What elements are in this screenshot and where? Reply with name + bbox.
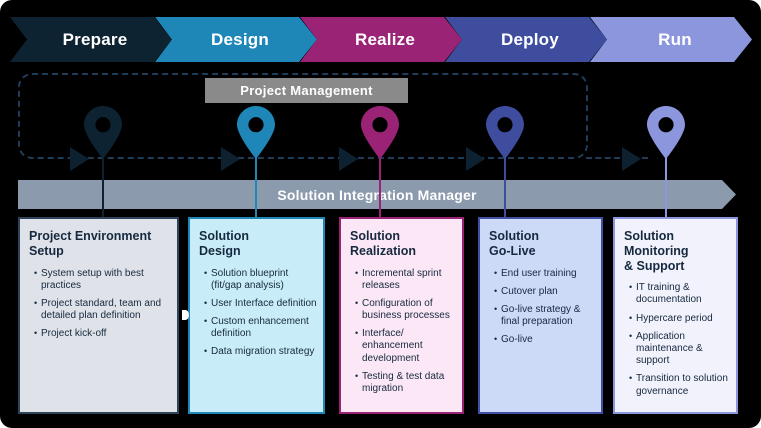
timeline-arrow-icon <box>70 147 89 171</box>
project-management-label: Project Management <box>240 83 373 98</box>
column-solution-go-live: Solution Go-Live End user training Cutov… <box>478 217 603 414</box>
timeline-arrow-icon <box>339 147 358 171</box>
bullet-item: Interface/ enhancement development <box>355 328 457 365</box>
bullet-item: System setup with best practices <box>34 268 172 292</box>
phase-chevron-deploy: Deploy <box>445 17 607 62</box>
column-solution-monitoring-support: Solution Monitoring & Support IT trainin… <box>613 217 738 414</box>
governance-scope-outline <box>18 73 588 159</box>
phase-chevron-run: Run <box>590 17 752 62</box>
milestone-stem-run <box>665 150 667 218</box>
bullet-item: Configuration of business processes <box>355 298 457 322</box>
column-title: Solution Go-Live <box>489 229 539 258</box>
bullet-item: Transition to solution governance <box>629 373 731 397</box>
bullet-item: IT training & documentation <box>629 282 731 306</box>
timeline-arrow-icon <box>622 147 641 171</box>
bullet-list: Solution blueprint (fit/gap analysis) Us… <box>199 268 318 359</box>
phase-chevron-design: Design <box>155 17 317 62</box>
milestone-stem-realize <box>379 150 381 218</box>
bullet-item: User Interface definition <box>204 298 318 310</box>
map-pin-icon-deploy <box>486 106 524 159</box>
phase-label: Realize <box>355 29 415 49</box>
map-pin-icon-prepare <box>84 106 122 159</box>
timeline-dash-extension <box>586 157 648 159</box>
column-solution-design: Solution Design Solution blueprint (fit/… <box>188 217 325 414</box>
bullet-item: Hypercare period <box>629 313 731 325</box>
bullet-list: End user training Cutover plan Go-live s… <box>489 268 596 347</box>
phase-chevron-prepare: Prepare <box>10 17 172 62</box>
map-pin-icon-run <box>647 106 685 159</box>
bullet-item: Incremental sprint releases <box>355 268 457 292</box>
project-management-bar: Project Management <box>205 78 408 103</box>
bullet-item: Go-live <box>494 334 596 346</box>
column-title: Solution Monitoring & Support <box>624 229 689 273</box>
bullet-item: Project kick-off <box>34 328 172 340</box>
map-pin-icon-realize <box>361 106 399 159</box>
bullet-item: Project standard, team and detailed plan… <box>34 298 172 322</box>
milestone-stem-deploy <box>504 150 506 218</box>
bullet-list: Incremental sprint releases Configuratio… <box>350 268 457 396</box>
bullet-item: Solution blueprint (fit/gap analysis) <box>204 268 318 292</box>
phase-chevron-realize: Realize <box>300 17 462 62</box>
bullet-item: Testing & test data migration <box>355 371 457 395</box>
bullet-item: End user training <box>494 268 596 280</box>
column-title: Project Environment Setup <box>29 229 152 258</box>
column-project-environment-setup: Project Environment Setup System setup w… <box>18 217 179 414</box>
phase-ribbon: Prepare Design Realize Deploy Run <box>10 17 752 62</box>
timeline-arrow-icon <box>466 147 485 171</box>
column-solution-realization: Solution Realization Incremental sprint … <box>339 217 464 414</box>
bullet-list: System setup with best practices Project… <box>29 268 172 341</box>
bullet-item: Custom enhancement definition <box>204 316 318 340</box>
phase-label: Run <box>658 29 692 49</box>
column-title: Solution Design <box>199 229 249 258</box>
milestone-stem-prepare <box>102 150 104 218</box>
timeline-arrow-icon <box>221 147 240 171</box>
column-title: Solution Realization <box>350 229 416 258</box>
solution-integration-manager-label: Solution Integration Manager <box>277 186 477 203</box>
bullet-item: Data migration strategy <box>204 346 318 358</box>
phase-label: Deploy <box>501 29 559 49</box>
milestone-stem-design <box>255 150 257 218</box>
phase-label: Prepare <box>62 29 128 49</box>
bullet-item: Application maintenance & support <box>629 331 731 368</box>
phase-label: Design <box>211 29 269 49</box>
cursor-artifact <box>182 310 189 320</box>
bullet-item: Go-live strategy & final preparation <box>494 304 596 328</box>
bullet-item: Cutover plan <box>494 286 596 298</box>
bullet-list: IT training & documentation Hypercare pe… <box>624 282 731 398</box>
map-pin-icon-design <box>237 106 275 159</box>
solution-integration-manager-bar: Solution Integration Manager <box>18 180 736 209</box>
